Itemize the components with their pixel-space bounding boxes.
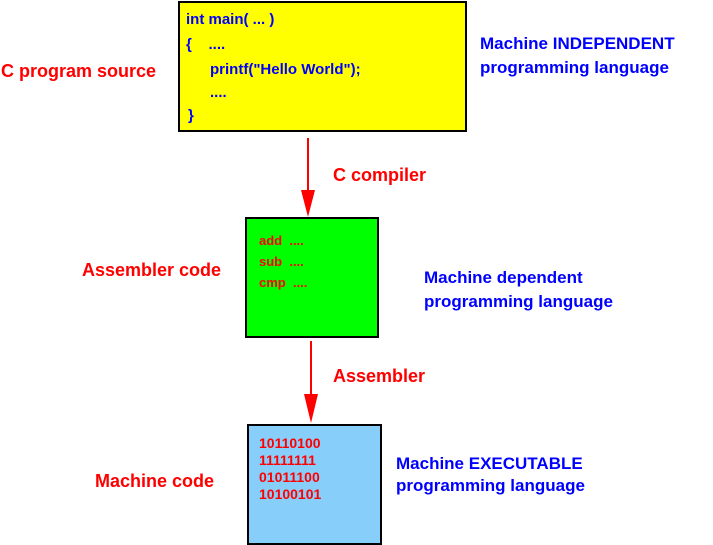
assembler-code-box: add .... sub .... cmp .... [245, 217, 379, 338]
c-source-box: int main( ... ) { .... printf("Hello Wor… [178, 1, 467, 132]
source-description-2: programming language [480, 58, 669, 77]
asm-line: cmp .... [259, 275, 308, 290]
assembler-arrow [304, 341, 318, 423]
code-line: .... [210, 84, 227, 101]
compiler-arrow [301, 138, 315, 217]
c-compiler-label: C compiler [333, 165, 427, 185]
machine-description-1: Machine EXECUTABLE [396, 454, 583, 473]
binary-line: 10110100 [259, 435, 321, 451]
binary-line: 11111111 [259, 452, 316, 468]
assembly-description-1: Machine dependent [424, 268, 583, 287]
machine-code-box: 10110100 11111111 01011100 10100101 [247, 424, 382, 545]
binary-line: 10100101 [259, 486, 322, 502]
c-source-label: C program source [1, 61, 157, 81]
asm-line: add .... [259, 233, 304, 248]
code-line: { .... [186, 36, 226, 53]
machine-description-2: programming language [396, 476, 585, 495]
assembler-code-label: Assembler code [82, 260, 222, 280]
assembler-label: Assembler [333, 366, 426, 386]
binary-line: 01011100 [259, 469, 320, 485]
code-line: int main( ... ) [186, 11, 275, 28]
source-description-1: Machine INDEPENDENT [480, 34, 675, 53]
asm-line: sub .... [259, 254, 304, 269]
assembly-description-2: programming language [424, 292, 613, 311]
code-line: } [188, 107, 194, 124]
code-line: printf("Hello World"); [210, 61, 361, 78]
machine-code-label: Machine code [95, 471, 215, 491]
